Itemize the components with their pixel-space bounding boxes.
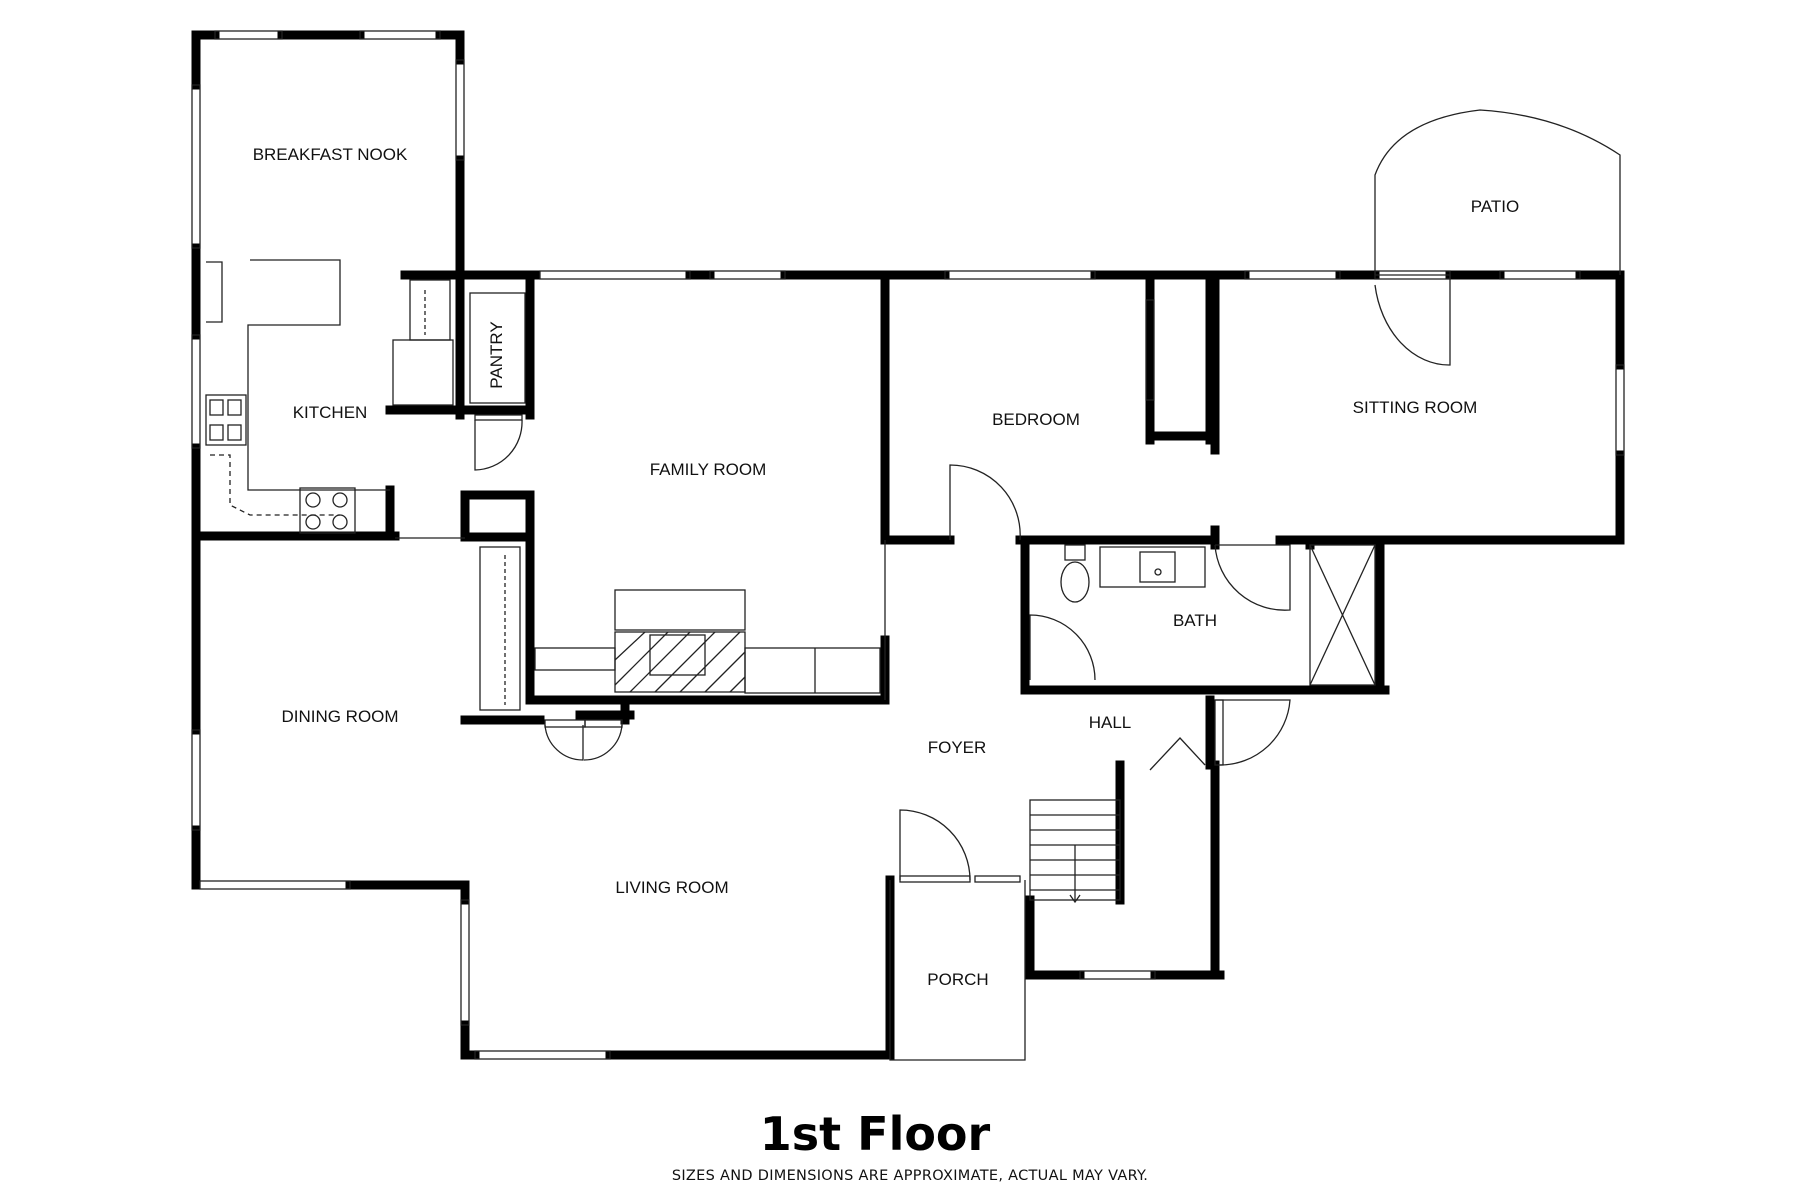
fixtures	[191, 30, 1625, 1061]
room-label-patio: PATIO	[1471, 197, 1520, 216]
room-label-porch: PORCH	[927, 970, 988, 989]
room-label-living-room: LIVING ROOM	[615, 878, 728, 897]
room-label-bath: BATH	[1173, 611, 1217, 630]
room-labels: BREAKFAST NOOK KITCHEN PANTRY FAMILY ROO…	[253, 145, 1520, 989]
room-label-bedroom: BEDROOM	[992, 410, 1080, 429]
room-label-dining-room: DINING ROOM	[281, 707, 398, 726]
walls	[191, 30, 1625, 1060]
room-label-breakfast-nook: BREAKFAST NOOK	[253, 145, 408, 164]
floor-title: 1st Floor	[760, 1107, 991, 1161]
room-label-pantry: PANTRY	[487, 321, 506, 388]
room-label-sitting-room: SITTING ROOM	[1353, 398, 1478, 417]
room-label-kitchen: KITCHEN	[293, 403, 368, 422]
room-label-hall: HALL	[1089, 713, 1132, 732]
room-label-foyer: FOYER	[928, 738, 987, 757]
disclaimer-text: SIZES AND DIMENSIONS ARE APPROXIMATE, AC…	[672, 1168, 1148, 1184]
room-label-family-room: FAMILY ROOM	[650, 460, 767, 479]
